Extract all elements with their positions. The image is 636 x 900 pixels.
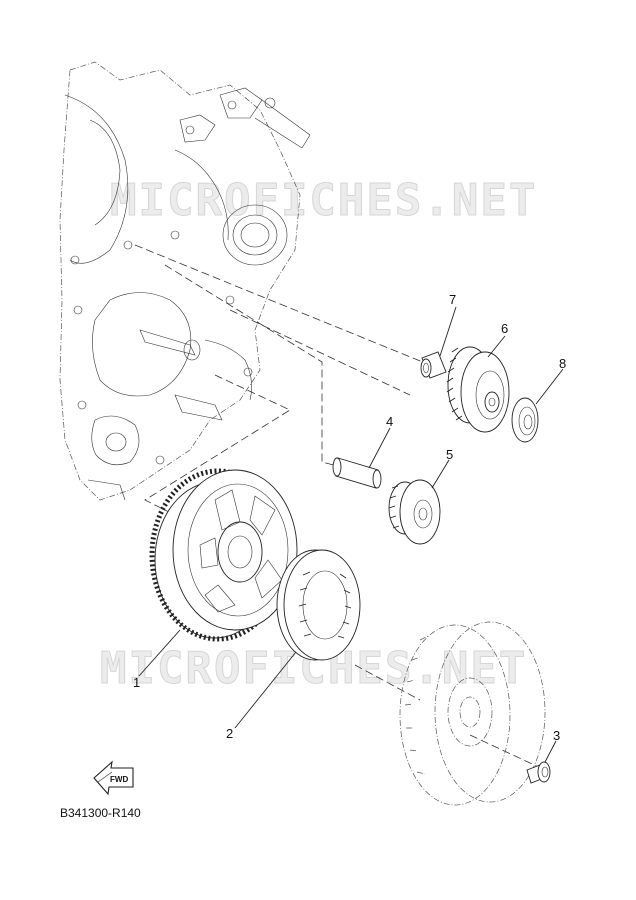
- callout-6[interactable]: 6: [501, 321, 508, 336]
- part-bolt: [526, 761, 551, 784]
- callout-1[interactable]: 1: [133, 675, 140, 690]
- callout-8[interactable]: 8: [559, 356, 566, 371]
- part-shaft: [332, 457, 382, 489]
- callout-5[interactable]: 5: [446, 447, 453, 462]
- watermark-top: MICROFICHES.NET: [110, 175, 537, 226]
- part-idler-gear-2: [388, 479, 441, 545]
- part-ball-bearing: [511, 397, 539, 443]
- callout-2[interactable]: 2: [226, 726, 233, 741]
- part-one-way-clutch: [276, 549, 361, 661]
- leader-lines: [138, 306, 564, 763]
- fwd-arrow-icon: FWD: [93, 760, 134, 796]
- fwd-label: FWD: [110, 775, 128, 784]
- callout-4[interactable]: 4: [386, 414, 393, 429]
- callout-7[interactable]: 7: [449, 292, 456, 307]
- part-starter-gear: [149, 468, 298, 642]
- part-needle-bearing: [420, 351, 447, 379]
- crankcase-outline: [59, 61, 311, 501]
- callout-3[interactable]: 3: [553, 728, 560, 743]
- flywheel-rotor-outline: [399, 621, 546, 806]
- part-idler-gear: [446, 346, 510, 433]
- diagram-code: B341300-R140: [60, 806, 141, 820]
- assembly-lines: [134, 244, 546, 771]
